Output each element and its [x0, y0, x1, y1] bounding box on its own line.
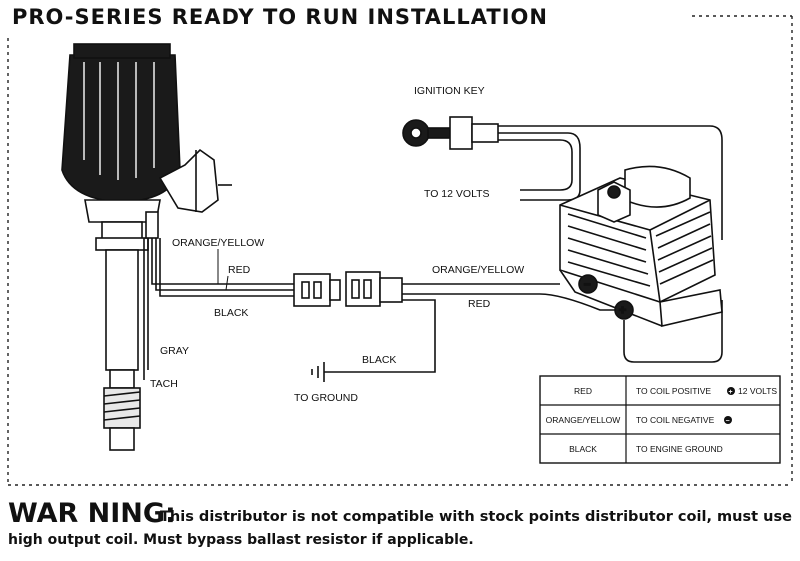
- label-orange-yellow-left: ORANGE/YELLOW: [172, 237, 264, 249]
- warning-line-2: high output coil. Must bypass ballast re…: [8, 532, 474, 548]
- distributor: [61, 43, 232, 451]
- ignition-key: [402, 116, 499, 150]
- diagram-title: PRO-SERIES READY TO RUN INSTALLATION: [12, 5, 548, 29]
- legend-positive-symbol: +: [729, 389, 733, 396]
- key-wire-2: [498, 139, 573, 191]
- positive-loop-wire: [623, 300, 723, 363]
- wiring-legend-table: RED TO COIL POSITIVE + 12 VOLTS ORANGE/Y…: [539, 375, 781, 464]
- legend-row-1-connection: TO COIL POSITIVE: [636, 386, 711, 396]
- label-ignition-key: IGNITION KEY: [414, 85, 485, 97]
- harness-connector: [293, 271, 403, 307]
- legend-positive-icon: [727, 387, 735, 395]
- warning-line-1: This distributor is not compatible with …: [160, 509, 792, 525]
- negative-terminal-icon: −: [584, 279, 590, 291]
- warning-heading: WAR NING:: [8, 498, 176, 529]
- label-red-right: RED: [468, 298, 491, 310]
- ground-symbol: [311, 362, 352, 382]
- legend-row-3-connection: TO ENGINE GROUND: [636, 444, 723, 454]
- ignition-coil: − +: [559, 165, 723, 327]
- legend-row-1-wire: RED: [574, 386, 592, 396]
- warning-block: WAR NING: This distributor is not compat…: [8, 498, 792, 548]
- label-to-ground: TO GROUND: [294, 392, 358, 404]
- legend-row-2-connection: TO COIL NEGATIVE: [636, 415, 715, 425]
- label-orange-yellow-right: ORANGE/YELLOW: [432, 264, 524, 276]
- label-black-ground: BLACK: [362, 354, 396, 366]
- legend-row-3-wire: BLACK: [569, 444, 597, 454]
- label-gray: GRAY: [160, 345, 189, 357]
- coil-harness: [352, 283, 615, 373]
- legend-row-1-extra: 12 VOLTS: [738, 386, 777, 396]
- legend-negative-icon: [724, 416, 732, 424]
- label-to-12-volts: TO 12 VOLTS: [424, 188, 490, 200]
- positive-terminal-icon: +: [619, 303, 626, 317]
- key-to-coil-wire: [498, 125, 723, 240]
- distributor-harness: [143, 238, 296, 380]
- label-tach: TACH: [150, 378, 178, 390]
- label-black-left: BLACK: [214, 307, 248, 319]
- leader-red: [225, 275, 229, 291]
- legend-row-2-wire: ORANGE/YELLOW: [546, 415, 621, 425]
- legend-negative-symbol: −: [726, 418, 730, 425]
- label-red-left: RED: [228, 264, 251, 276]
